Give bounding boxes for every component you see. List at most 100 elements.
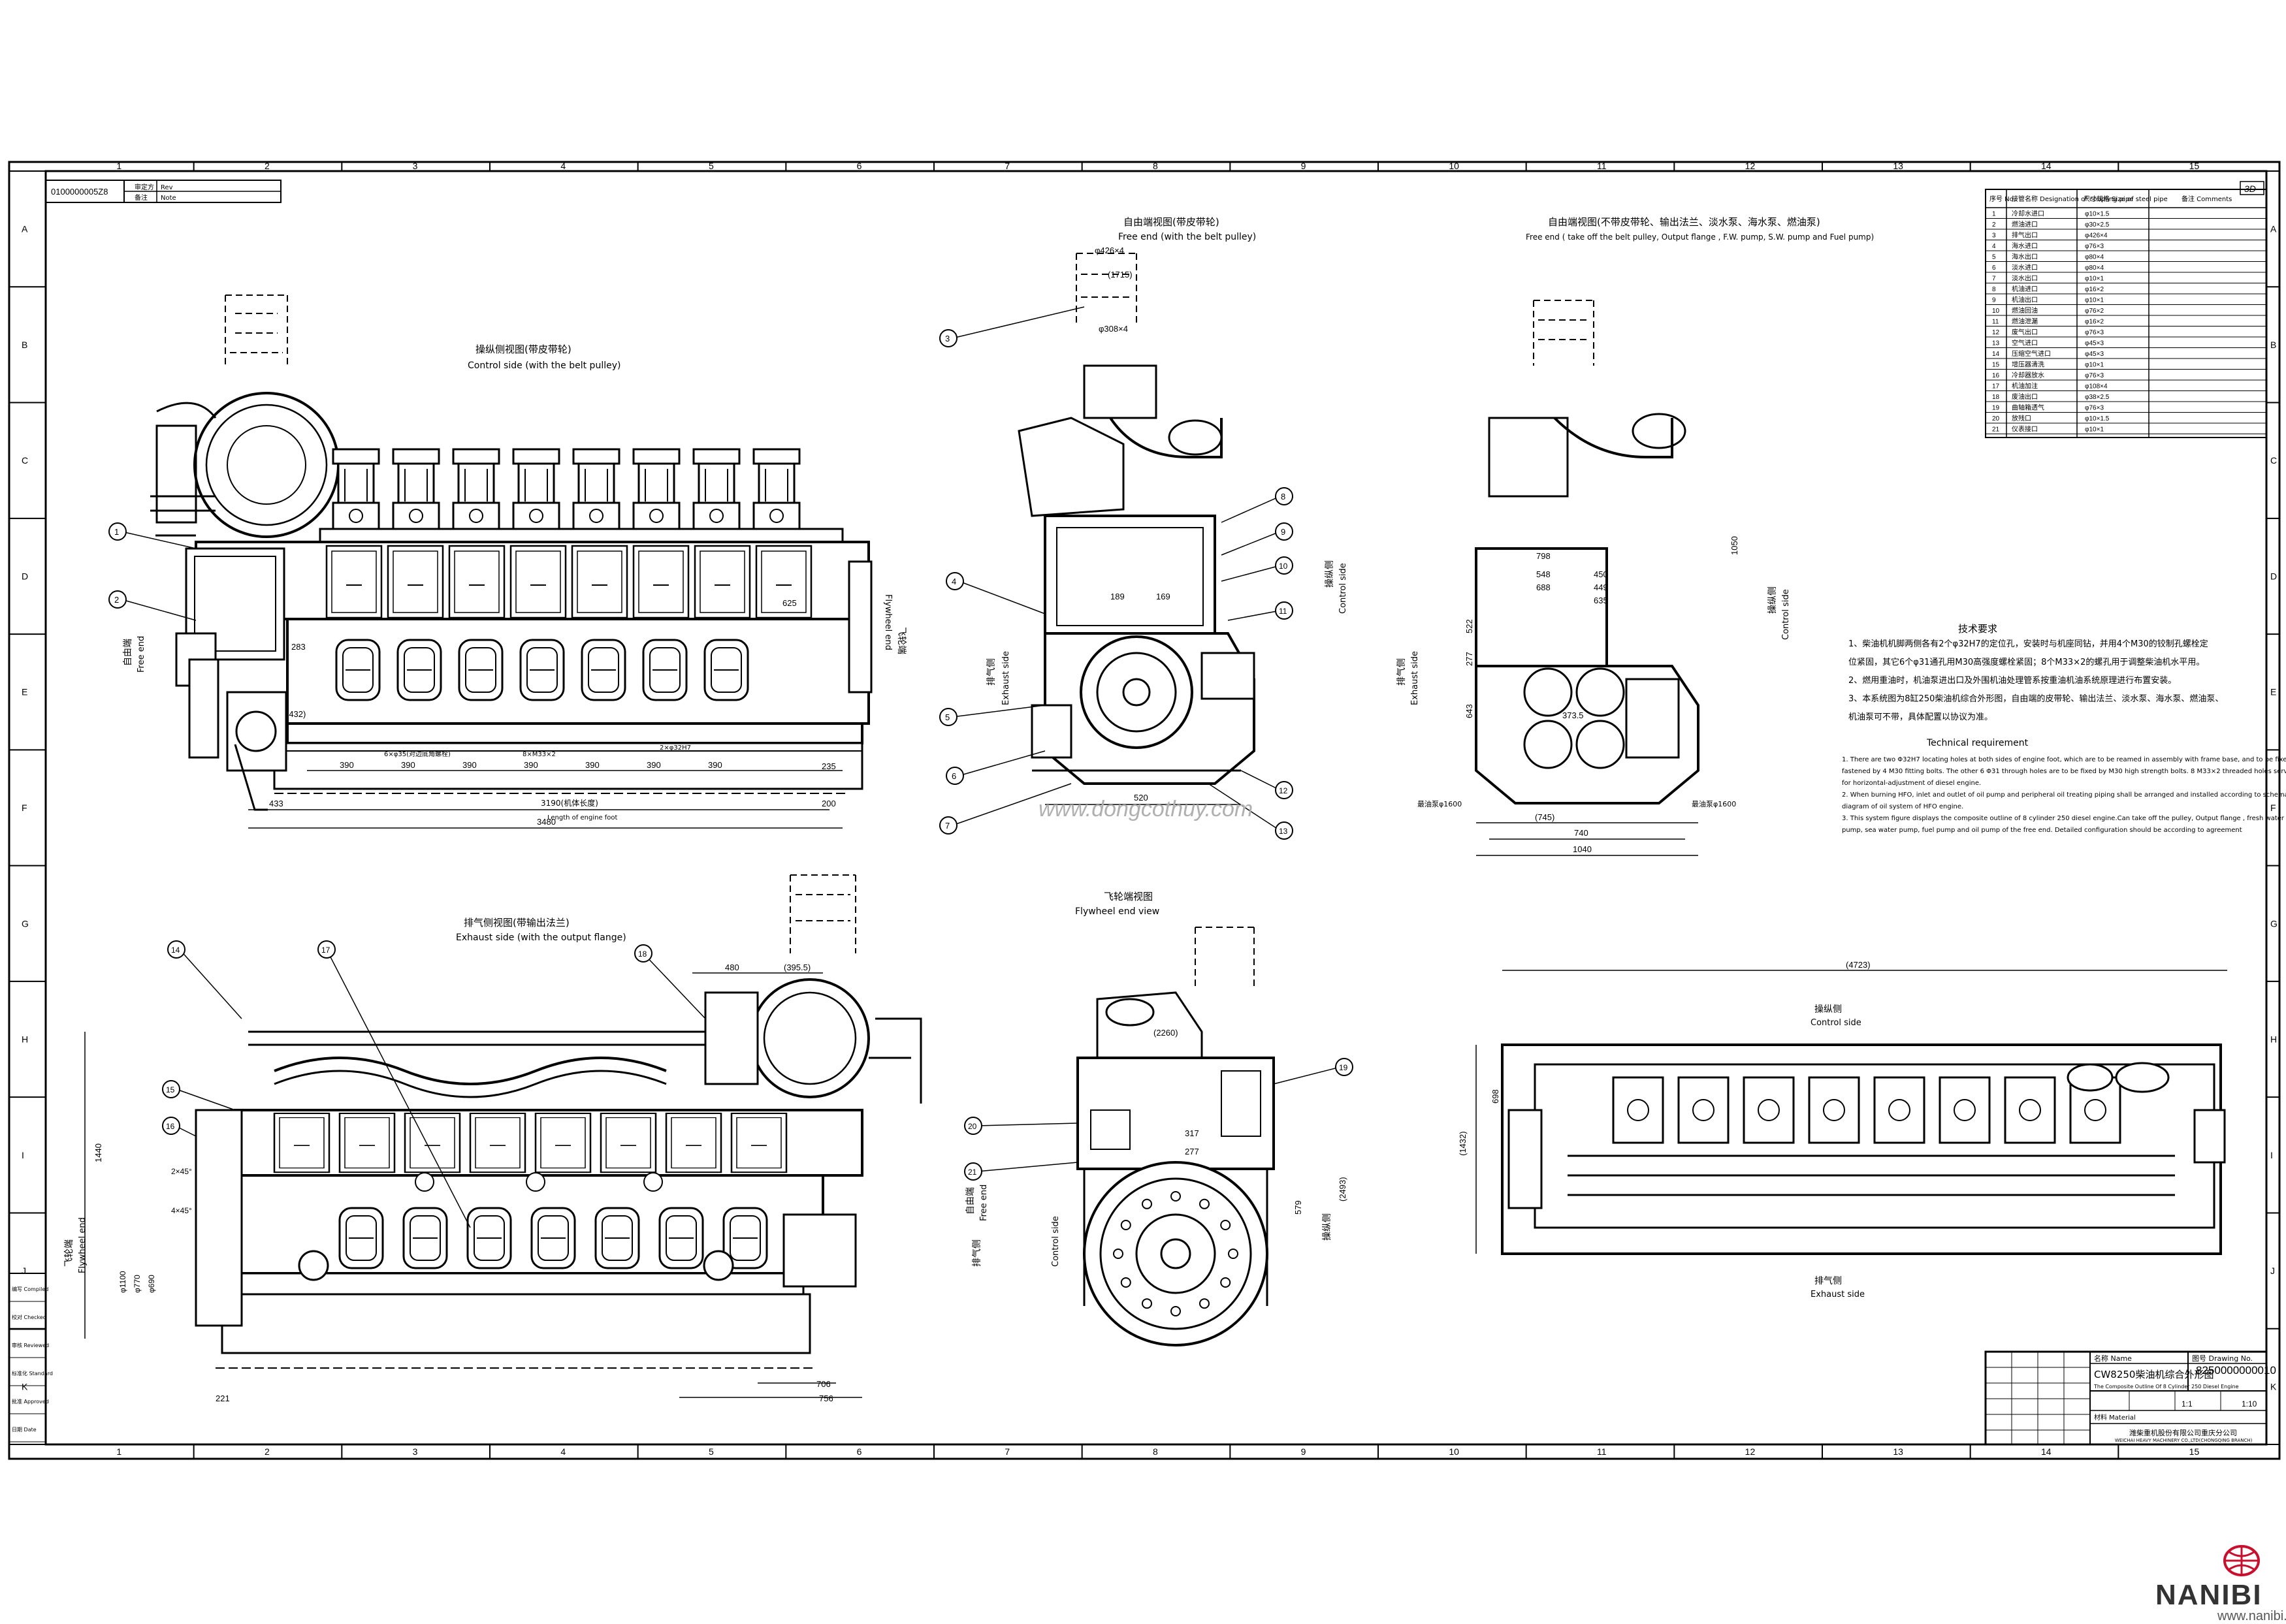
- bom-row-size: φ76×3: [2085, 405, 2104, 412]
- bom-row-size: φ10×1: [2085, 426, 2104, 434]
- grid-col-bottom-13: 13: [1893, 1446, 1903, 1457]
- callout-4: 4: [952, 577, 956, 586]
- dim-390: 390: [401, 760, 415, 770]
- inspection-door: [396, 639, 442, 701]
- bom-row-no: 6: [1992, 264, 1996, 272]
- grid-col-bottom-8: 8: [1153, 1446, 1158, 1457]
- dim-2493: (2493): [1338, 1177, 1347, 1202]
- grid-column-labels: 1122334455667788991010111112121313141415…: [116, 161, 2199, 1457]
- top-valve: [2019, 1099, 2041, 1121]
- bom-row-size: φ426×4: [2085, 232, 2108, 240]
- exhaust-panel: [730, 1112, 788, 1173]
- bom-row-designation: 淡水进口: [2012, 264, 2038, 272]
- exhaust-side-view: 排气侧视图(带输出法兰) Exhaust side (with the outp…: [64, 874, 989, 1403]
- grid-col-6: 6: [857, 161, 862, 171]
- top-valve: [1954, 1099, 1976, 1121]
- exhaust-panel: [404, 1112, 461, 1173]
- bom-row-no: 13: [1992, 340, 2000, 347]
- note-en-line: 1. There are two Φ32H7 locating holes at…: [1842, 756, 2286, 763]
- strip-label: 批准 Approved: [12, 1398, 49, 1405]
- dim-548: 548: [1536, 569, 1551, 579]
- dim-390: 390: [708, 760, 722, 770]
- exhaust-door: [594, 1207, 640, 1269]
- callout-16: 16: [166, 1122, 175, 1131]
- bom-row-no: 17: [1992, 383, 2000, 390]
- bom-row-designation: 废气出口: [2012, 328, 2038, 336]
- bom-row-designation: 海水出口: [2012, 253, 2038, 261]
- free-end-title-en: Free end (with the belt pulley): [1118, 232, 1256, 242]
- inspection-door: [335, 639, 381, 701]
- top-valve: [1888, 1099, 1910, 1121]
- exhaust-door: [530, 1207, 576, 1269]
- dim-520: 520: [1134, 793, 1148, 803]
- free-exhaust-label-cn: 排气侧: [986, 658, 997, 686]
- flywheel-bolt: [1220, 1220, 1231, 1230]
- grid-col-bottom-12: 12: [1745, 1446, 1756, 1457]
- bom-row-designation: 冷却器放水: [2012, 371, 2044, 379]
- top-cylinder-head: [1743, 1076, 1795, 1144]
- dim-1432: (1432): [1458, 1131, 1468, 1156]
- bom-row-no: 20: [1992, 415, 2000, 422]
- bom-row-no: 19: [1992, 405, 2000, 412]
- control-side-view: 操纵侧视图(带皮带轮) Control side (with the belt …: [108, 295, 907, 829]
- dim-390: 390: [524, 760, 538, 770]
- free-end-label-en: Free end: [137, 636, 146, 673]
- exhaust-panel: [534, 1112, 592, 1173]
- grid-col-bottom-9: 9: [1301, 1446, 1306, 1457]
- bom-row-no: 16: [1992, 372, 2000, 379]
- grid-col-bottom-4: 4: [560, 1446, 566, 1457]
- flywheel-bolt: [1220, 1277, 1231, 1288]
- company-cn: 潍柴重机股份有限公司重庆分公司: [2129, 1428, 2237, 1437]
- dim-169: 169: [1156, 592, 1170, 601]
- callout-19: 19: [1339, 1063, 1348, 1072]
- note-cn-line: 2、燃用重油时，机油泵进出口及外围机油处理管系按重油机油系统原理进行布置安装。: [1848, 675, 2176, 686]
- free2-control-label-cn: 操纵侧: [1767, 586, 1778, 614]
- strip-label: 标准化 Standard: [12, 1370, 53, 1377]
- dim-625: 625: [782, 598, 797, 608]
- dim-688: 688: [1536, 582, 1551, 592]
- bom-header-designation: 接管名称 Designation of coupling pipe: [2012, 195, 2133, 203]
- dim-4x45: 4×45°: [171, 1206, 192, 1215]
- globe-icon: [2223, 1545, 2260, 1576]
- dim-1600-right: 最油泵φ1600: [1692, 799, 1736, 808]
- fly-control-label-cn: 操纵侧: [1322, 1213, 1332, 1241]
- free2-exhaust-label-en: Exhaust side: [1410, 651, 1420, 705]
- flywheel-bolt: [1120, 1220, 1131, 1230]
- grid-col-7: 7: [1005, 161, 1010, 171]
- inspection-door: [581, 639, 626, 701]
- dim-740: 740: [1574, 828, 1588, 838]
- bom-row-no: 2: [1992, 221, 1996, 229]
- bom-row-no: 18: [1992, 394, 2000, 401]
- grid-row-right-E: E: [2270, 687, 2276, 697]
- dim-235: 235: [822, 761, 836, 771]
- grid-row-right-G: G: [2270, 918, 2278, 929]
- bom-row-size: φ45×3: [2085, 340, 2104, 347]
- bom-row-designation: 仪表接口: [2012, 425, 2038, 434]
- top-valve: [1823, 1099, 1845, 1121]
- grid-row-K: K: [22, 1381, 28, 1392]
- exhaust-panel: [338, 1112, 396, 1173]
- grid-col-bottom-10: 10: [1449, 1446, 1459, 1457]
- bom-row-designation: 空气进口: [2012, 339, 2038, 347]
- note-en-line: for horizontal-adjustment of diesel engi…: [1842, 780, 1981, 787]
- bom-row-size: φ80×4: [2085, 254, 2104, 261]
- top-control-label-en: Control side: [1811, 1018, 1861, 1028]
- dim-277: 277: [1464, 652, 1474, 666]
- note-cn-line: 机油泵可不带，具体配置以协议为准。: [1848, 712, 1993, 722]
- strip-label: 审核 Reviewed: [12, 1342, 49, 1348]
- exhaust-door: [338, 1207, 384, 1269]
- flywheel-title-cn: 飞轮端视图: [1104, 891, 1153, 902]
- title-name-label: 名称 Name: [2094, 1354, 2132, 1363]
- exhaust-side-title-cn: 排气侧视图(带输出法兰): [464, 917, 570, 929]
- cylinder-head: [692, 448, 741, 530]
- technical-notes: 技术要求 1、柴油机机脚两侧各有2个φ32H7的定位孔，安装时与机座同钻，并用4…: [1842, 623, 2286, 834]
- grid-col-bottom-6: 6: [857, 1446, 862, 1457]
- inspection-door: [458, 639, 504, 701]
- cover-panel: [448, 545, 506, 619]
- strip-label: 编写 Compiled: [12, 1286, 48, 1292]
- bom-row-size: φ16×2: [2085, 319, 2104, 326]
- bom-row-size: φ38×2.5: [2085, 394, 2110, 401]
- note-en-line: diagram of oil system of HFO engine.: [1842, 803, 1963, 810]
- exhaust-door: [658, 1207, 704, 1269]
- bom-row-designation: 机油进口: [2012, 285, 2038, 293]
